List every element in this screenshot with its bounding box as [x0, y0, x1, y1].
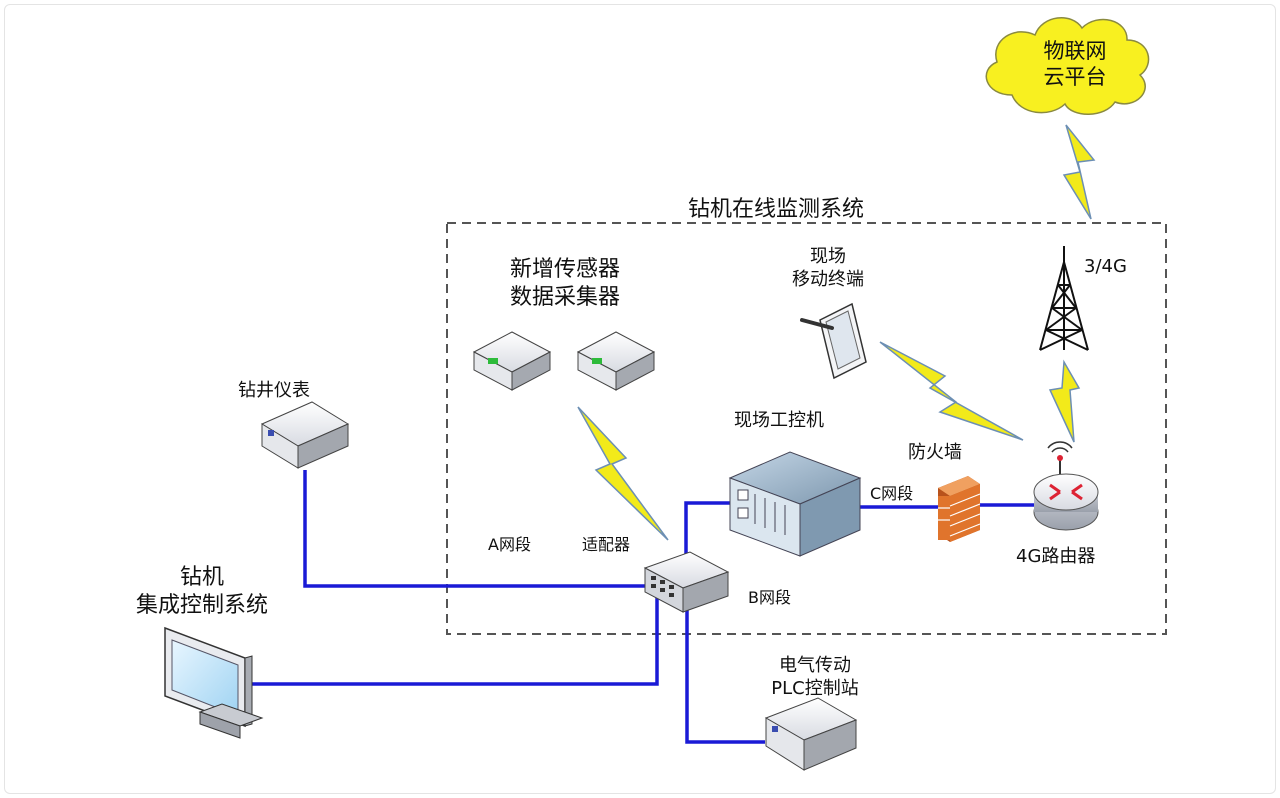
sensor-label-line2: 数据采集器 — [509, 284, 620, 310]
sensor-collector-icon-2 — [576, 331, 656, 391]
rig-control-label: 钻机 集成控制系统 — [112, 564, 292, 619]
b-segment-label: B网段 — [748, 588, 791, 607]
system-boundary — [446, 222, 1167, 635]
cloud-label: 物联网 云平台 — [1020, 38, 1130, 91]
a-segment-label: A网段 — [488, 535, 531, 554]
cloud-label-line2: 云平台 — [1043, 65, 1107, 90]
firewall-icon — [938, 476, 981, 542]
lightning-tower-router — [1048, 359, 1081, 443]
link-switch-ipc — [684, 501, 730, 560]
rig-label-line2: 集成控制系统 — [135, 592, 268, 618]
mobile-label-line1: 现场 — [810, 246, 846, 267]
cloud-label-line1: 物联网 — [1043, 39, 1107, 63]
tower-label: 3/4G — [1084, 256, 1127, 277]
lightning-mobile-router — [879, 341, 1024, 441]
sensor-label-line1: 新增传感器 — [509, 257, 620, 282]
plc-station-label: 电气传动 PLC控制站 — [750, 655, 880, 700]
plc-station-icon — [764, 697, 858, 771]
rig-label-line1: 钻机 — [179, 565, 224, 590]
router-label: 4G路由器 — [1016, 546, 1096, 567]
link-well-meter-switch — [303, 470, 648, 588]
c-segment-label: C网段 — [870, 484, 914, 503]
lightning-cloud-tower — [1062, 124, 1096, 220]
wireless-links — [577, 124, 1096, 541]
adapter-label: 适配器 — [582, 535, 631, 554]
cloud-icon — [985, 17, 1150, 115]
lightning-sensor-adapter — [577, 406, 669, 541]
sensor-collector-label: 新增传感器 数据采集器 — [490, 256, 640, 311]
firewall-label: 防火墙 — [908, 442, 962, 463]
plc-label-line2: PLC控制站 — [771, 677, 859, 699]
server-icon — [728, 451, 862, 557]
router-icon — [1033, 441, 1099, 531]
sensor-collector-icon-1 — [472, 331, 552, 391]
switch-icon — [643, 551, 730, 613]
link-rig-monitor-switch — [245, 598, 659, 686]
plc-label-line1: 电气传动 — [779, 655, 851, 676]
link-plc-switch — [685, 598, 765, 744]
ipc-label: 现场工控机 — [734, 410, 824, 431]
network-links — [245, 470, 1036, 744]
mobile-terminal-label: 现场 移动终端 — [770, 246, 886, 291]
well-meter-label: 钻井仪表 — [238, 380, 310, 401]
system-title: 钻机在线监测系统 — [688, 197, 865, 222]
well-meter-icon — [260, 401, 350, 469]
monitor-icon — [164, 626, 264, 739]
tablet-icon — [800, 302, 867, 380]
cell-tower-icon — [1039, 246, 1089, 351]
mobile-label-line2: 移动终端 — [792, 268, 864, 290]
